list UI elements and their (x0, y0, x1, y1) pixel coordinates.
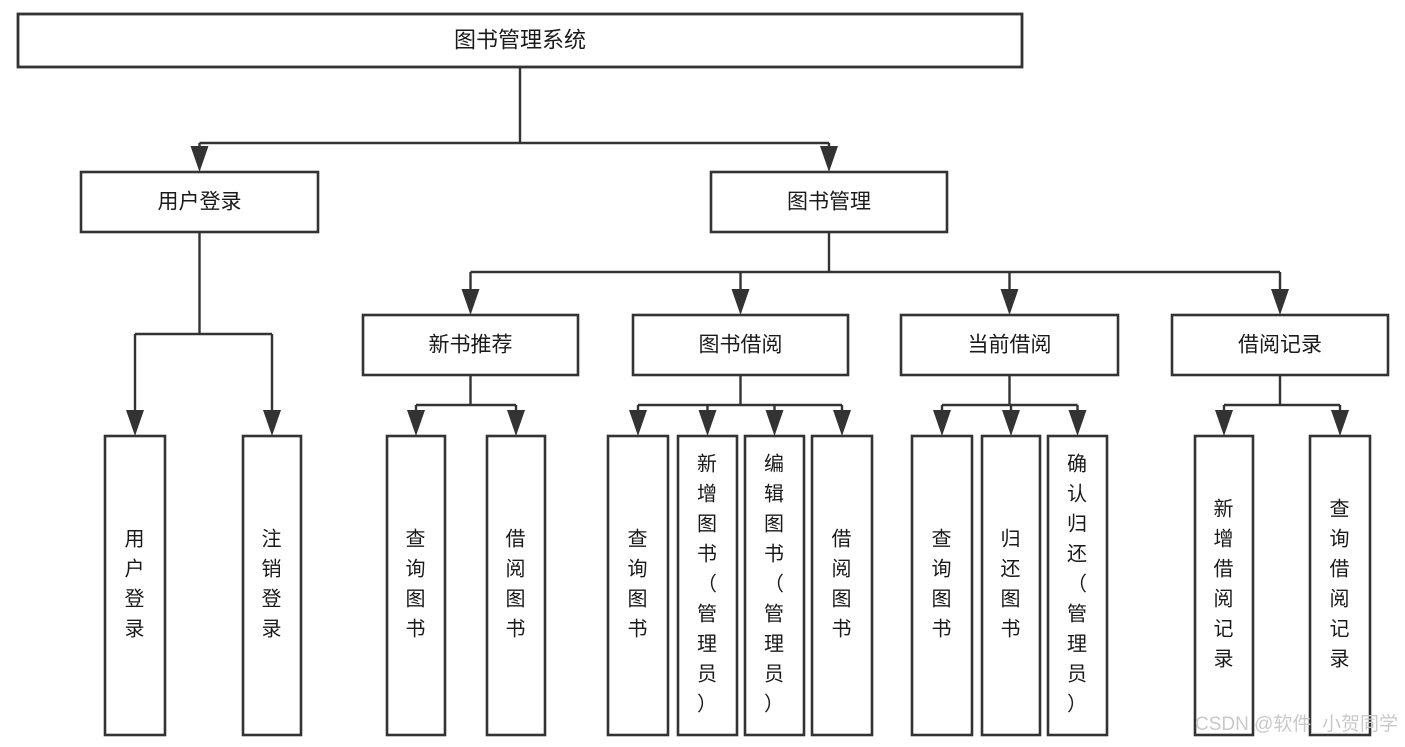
node-leaf-query-book-cur[interactable]: 查询图书 (910, 434, 974, 737)
arrow-head-icon (407, 410, 425, 436)
node-label: 当前借阅 (968, 334, 1052, 357)
node-book-borrow[interactable]: 图书借阅 (631, 313, 850, 377)
node-box[interactable] (103, 434, 167, 737)
node-box[interactable] (606, 434, 670, 737)
node-box[interactable] (1170, 313, 1390, 377)
node-box[interactable] (241, 434, 303, 737)
node-leaf-edit-book[interactable]: 编辑图书（管理员） (743, 434, 806, 737)
arrow-head-icon (461, 289, 480, 315)
node-leaf-logout[interactable]: 注销登录 (241, 434, 303, 737)
arrow-head-icon (833, 410, 851, 436)
node-label: 查询图书 (406, 528, 427, 641)
node-book-manage[interactable]: 图书管理 (709, 170, 949, 234)
arrow-head-icon (263, 410, 281, 436)
arrow-head-icon (820, 146, 838, 172)
node-label: 借阅图书 (506, 528, 527, 641)
node-leaf-confirm-return[interactable]: 确认归还（管理员） (1046, 434, 1109, 737)
node-label: 查询图书 (628, 528, 649, 641)
node-new-book-recommend[interactable]: 新书推荐 (361, 313, 580, 377)
arrow-head-icon (190, 146, 209, 172)
node-label: 图书借阅 (699, 334, 783, 357)
node-box[interactable] (631, 313, 850, 377)
node-leaf-borrow-book-rec[interactable]: 借阅图书 (485, 434, 547, 737)
node-label: 新书推荐 (429, 334, 513, 357)
connector-group-book-borrow (629, 375, 851, 436)
node-box[interactable] (899, 313, 1120, 377)
node-leaf-query-book-rec[interactable]: 查询图书 (385, 434, 447, 737)
node-label: 确认归还（管理员） (1067, 453, 1088, 716)
arrow-head-icon (1000, 289, 1019, 315)
arrow-head-icon (629, 410, 647, 436)
node-leaf-user-login[interactable]: 用户登录 (103, 434, 167, 737)
csdn-watermark: CSDN @软件_小贺同学 (1195, 713, 1398, 735)
node-label: 用户登录 (158, 191, 242, 214)
arrow-head-icon (933, 410, 951, 436)
node-box[interactable] (1308, 434, 1372, 737)
arrow-head-icon (1002, 410, 1020, 436)
arrow-head-icon (731, 289, 750, 315)
connector-group-book-manage (461, 232, 1289, 315)
node-layer: 图书管理系统用户登录图书管理新书推荐图书借阅当前借阅借阅记录用户登录注销登录查询… (16, 12, 1390, 737)
node-current-borrow[interactable]: 当前借阅 (899, 313, 1120, 377)
arrow-head-icon (698, 410, 717, 436)
node-label: 用户登录 (125, 529, 146, 641)
node-label: 新增借阅记录 (1214, 498, 1235, 671)
node-label: 图书管理 (787, 191, 871, 214)
node-root[interactable]: 图书管理系统 (16, 12, 1024, 69)
node-box[interactable] (676, 434, 739, 737)
node-label: 新增图书（管理员） (697, 453, 718, 716)
arrow-head-icon (126, 410, 144, 436)
arrow-head-icon (1215, 410, 1233, 436)
node-box[interactable] (361, 313, 580, 377)
node-leaf-add-record[interactable]: 新增借阅记录 (1193, 434, 1255, 737)
arrow-head-icon (1331, 410, 1349, 436)
node-box[interactable] (743, 434, 806, 737)
arrow-head-icon (507, 410, 525, 436)
node-label: 归还图书 (1001, 528, 1022, 641)
arrow-head-icon (1271, 289, 1289, 315)
node-label: 注销登录 (262, 528, 283, 641)
connector-group-new-book-recommend (407, 375, 525, 436)
node-leaf-query-book-borrow[interactable]: 查询图书 (606, 434, 670, 737)
node-label: 图书管理系统 (454, 27, 586, 52)
connector-group-root (190, 67, 838, 172)
node-box[interactable] (1193, 434, 1255, 737)
node-borrow-record[interactable]: 借阅记录 (1170, 313, 1390, 377)
node-box[interactable] (16, 12, 1024, 69)
node-box[interactable] (385, 434, 447, 737)
node-leaf-query-record[interactable]: 查询借阅记录 (1308, 434, 1372, 737)
node-box[interactable] (79, 170, 320, 234)
node-label: 查询借阅记录 (1330, 498, 1351, 671)
node-box[interactable] (485, 434, 547, 737)
node-leaf-borrow-book[interactable]: 借阅图书 (810, 434, 874, 737)
node-box[interactable] (910, 434, 974, 737)
node-leaf-add-book[interactable]: 新增图书（管理员） (676, 434, 739, 737)
node-label: 编辑图书（管理员） (764, 453, 785, 716)
node-leaf-return-book[interactable]: 归还图书 (980, 434, 1042, 737)
node-label: 借阅记录 (1238, 334, 1322, 357)
node-box[interactable] (810, 434, 874, 737)
arrow-head-icon (1068, 410, 1087, 436)
arrow-head-icon (765, 410, 784, 436)
connector-layer (126, 67, 1349, 436)
connector-group-borrow-record (1215, 375, 1349, 436)
node-box[interactable] (980, 434, 1042, 737)
node-box[interactable] (709, 170, 949, 234)
node-box[interactable] (1046, 434, 1109, 737)
node-label: 查询图书 (932, 528, 953, 641)
connector-group-current-borrow (933, 375, 1087, 436)
node-user-login[interactable]: 用户登录 (79, 170, 320, 234)
node-label: 借阅图书 (832, 528, 853, 641)
connector-group-user-login (126, 232, 281, 436)
